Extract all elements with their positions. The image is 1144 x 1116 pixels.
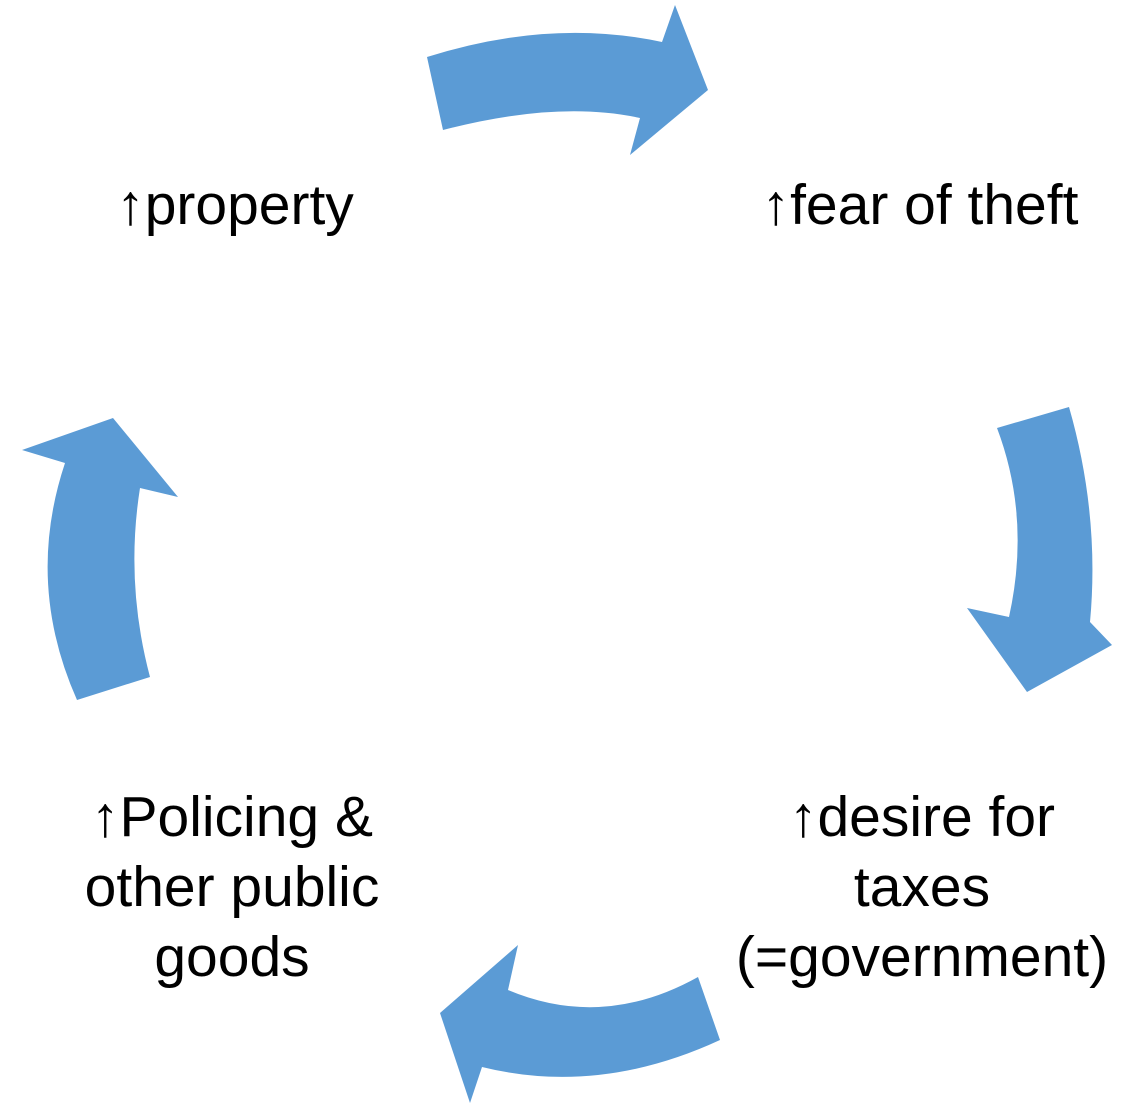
node-label-line: ↑Policing &: [91, 785, 373, 849]
node-label-line: ↑desire for: [788, 785, 1056, 849]
curved-arrow-bottom-icon: [440, 945, 720, 1103]
node-label-policing-public-goods: ↑Policing & other public goods: [32, 782, 432, 992]
node-label-line: ↑fear of theft: [761, 173, 1079, 237]
node-label-desire-for-taxes: ↑desire for taxes (=government): [722, 782, 1122, 992]
node-label-property: ↑property: [85, 170, 385, 240]
curved-arrow-right-icon: [967, 407, 1112, 692]
node-label-fear-of-theft: ↑fear of theft: [720, 170, 1120, 240]
curved-arrow-top-icon: [427, 5, 708, 155]
curved-arrow-left-icon: [22, 418, 178, 700]
node-label-line: (=government): [735, 925, 1109, 989]
node-label-line: ↑property: [116, 173, 354, 237]
node-label-line: taxes: [853, 855, 991, 919]
node-label-line: other public: [84, 855, 380, 919]
node-label-line: goods: [154, 925, 310, 989]
